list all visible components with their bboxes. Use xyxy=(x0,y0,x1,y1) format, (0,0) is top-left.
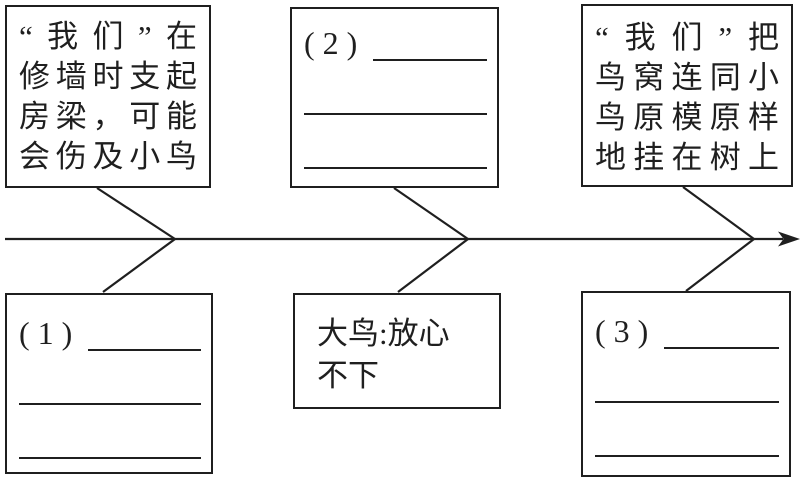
event-text-line: 房梁，可能 xyxy=(19,99,197,134)
fill-in-box-1: ( 1 ) xyxy=(5,293,213,474)
event-text-line: “我们”把 xyxy=(595,20,779,55)
fill-in-label-row: ( 2 ) xyxy=(304,17,489,61)
event-text-line: 地挂在树上 xyxy=(595,140,779,175)
event-text-line: 不下 xyxy=(317,358,379,393)
fill-in-label-row: ( 3 ) xyxy=(595,305,781,349)
event-text-line: “我们”在 xyxy=(19,19,197,54)
event-text-line: 会伤及小鸟 xyxy=(19,139,197,174)
event-text-line: 鸟原模原样 xyxy=(595,100,779,135)
fill-in-label: ( 2 ) xyxy=(304,25,358,61)
chevron-connector-2 xyxy=(393,187,470,293)
fill-in-box-2: ( 2 ) xyxy=(290,7,499,188)
fill-in-label: ( 1 ) xyxy=(19,315,73,351)
event-box-top-left: “我们”在 修墙时支起 房梁，可能 会伤及小鸟 xyxy=(5,5,211,188)
blank-line xyxy=(595,454,779,457)
blank-line xyxy=(304,112,487,115)
chevron-connector-3 xyxy=(682,186,756,292)
blank-line xyxy=(595,400,779,403)
fill-in-box-3: ( 3 ) xyxy=(581,291,791,477)
blank-line xyxy=(304,166,487,169)
event-text-line: 修墙时支起 xyxy=(19,59,197,94)
chevron-connector-1 xyxy=(96,187,177,293)
arrowhead-icon xyxy=(778,231,800,247)
blank-line xyxy=(664,346,779,349)
blank-line xyxy=(19,456,201,459)
event-box-bottom-middle: 大鸟:放心 不下 xyxy=(293,293,501,409)
blank-line xyxy=(19,402,201,405)
blank-line xyxy=(373,58,487,61)
event-box-top-right: “我们”把 鸟窝连同小 鸟原模原样 地挂在树上 xyxy=(581,4,793,187)
event-text-line: 大鸟:放心 xyxy=(317,316,450,351)
blank-line xyxy=(88,348,201,351)
fill-in-label-row: ( 1 ) xyxy=(19,307,203,351)
fill-in-label: ( 3 ) xyxy=(595,313,649,349)
event-text-line: 鸟窝连同小 xyxy=(595,60,779,95)
